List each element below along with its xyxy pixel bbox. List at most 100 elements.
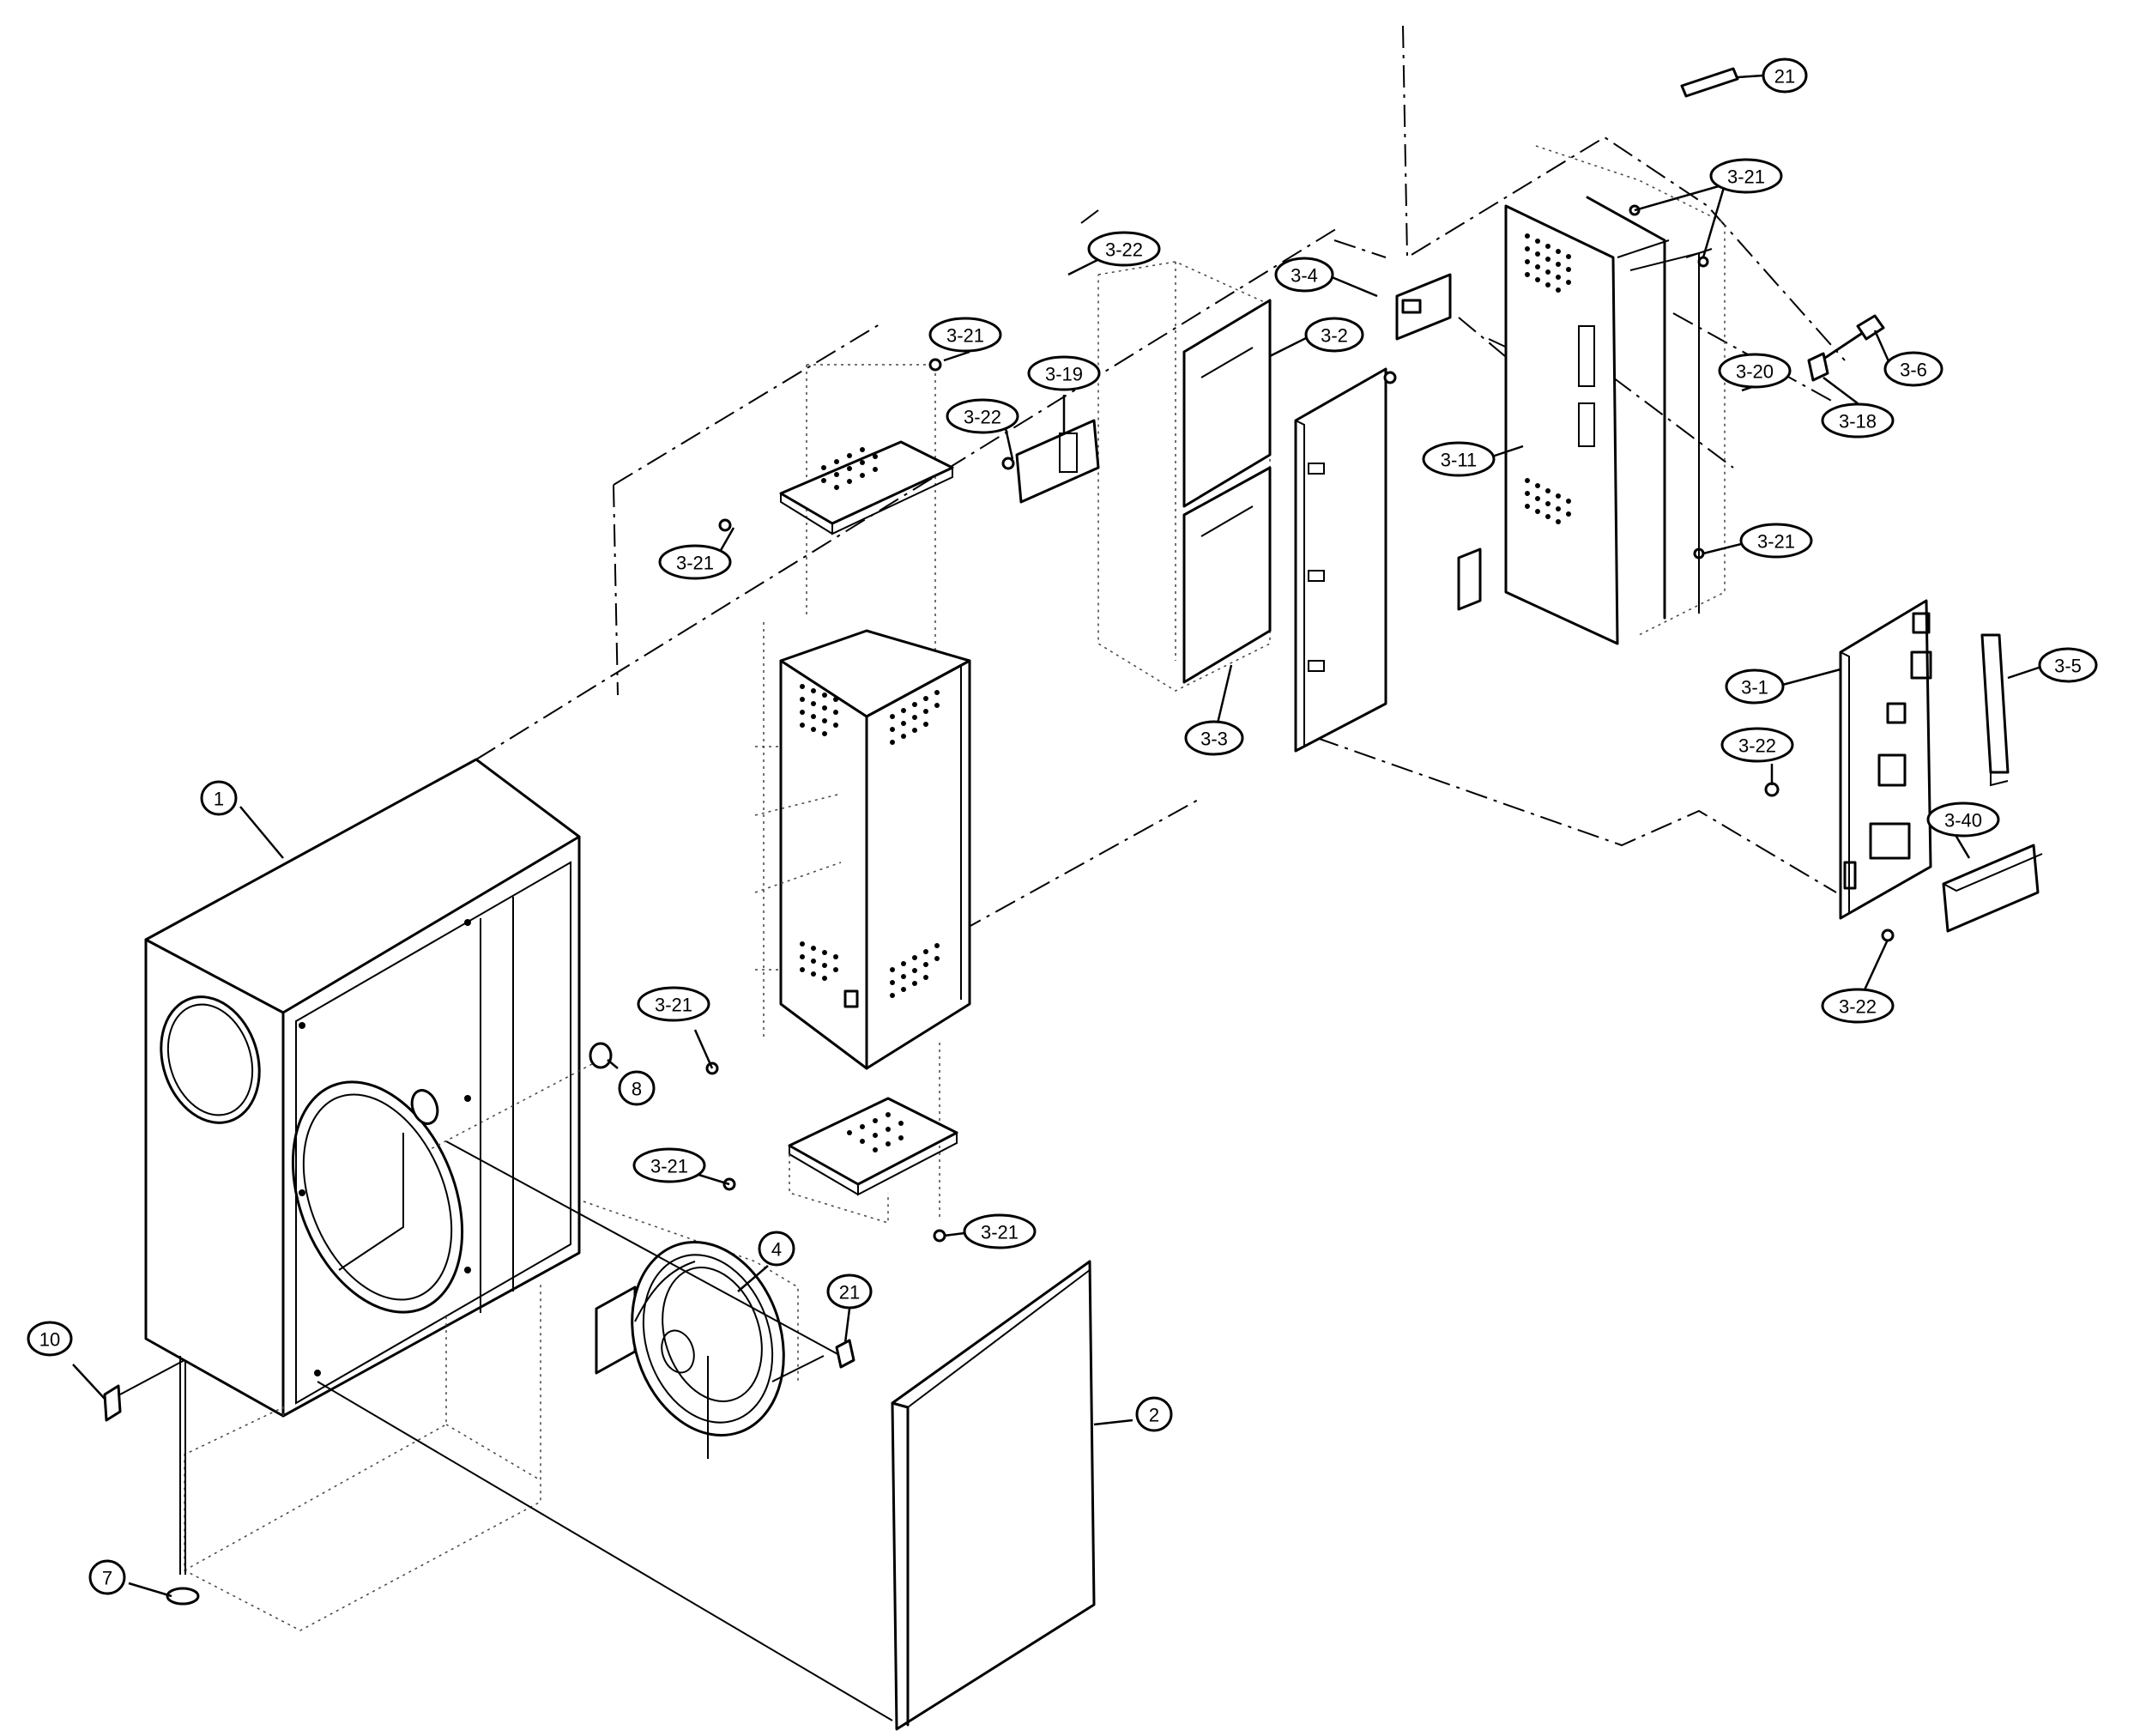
callout-3-21: 3-21 (963, 1213, 1037, 1249)
callout-3-4: 3-4 (1274, 257, 1334, 293)
callout-21: 21 (1762, 57, 1808, 94)
callout-bubble (1883, 351, 1943, 387)
callout-3-2: 3-2 (1304, 317, 1364, 353)
callout-label: 3-21 (981, 1222, 1019, 1243)
callout-bubble (1725, 668, 1785, 705)
callout-bubble (1304, 317, 1364, 353)
callout-label: 3-2 (1321, 325, 1348, 347)
callout-3-6: 3-6 (1883, 351, 1943, 387)
main-board-part-3-1 (1764, 599, 1932, 920)
callout-3-22: 3-22 (946, 398, 1019, 434)
callout-label: 3-21 (1757, 531, 1795, 553)
callout-bubble (1926, 801, 2000, 838)
callout-label: 3-21 (676, 553, 714, 574)
callout-label: 3-21 (655, 995, 692, 1016)
callout-bubble (1087, 231, 1161, 267)
callout-label: 3-21 (1727, 166, 1765, 188)
callout-label: 3-22 (1738, 735, 1776, 757)
callout-label: 1 (214, 789, 224, 810)
bushing-part-8 (428, 1042, 613, 1151)
callout-label: 3-19 (1045, 364, 1083, 385)
grille-panel-part-2 (317, 1260, 1096, 1731)
callout-bubble (1135, 1396, 1173, 1432)
cabinet-part-1 (144, 758, 581, 1631)
callout-bubble (27, 1321, 73, 1357)
power-cord-part-3-6 (1807, 314, 1885, 382)
callout-3-3: 3-3 (1184, 720, 1244, 756)
callout-label: 3-11 (1441, 450, 1477, 471)
callout-bubble (658, 544, 732, 580)
callout-3-22: 3-22 (1720, 727, 1794, 763)
callout-3-20: 3-20 (1718, 353, 1792, 389)
callout-3-21: 3-21 (658, 544, 732, 580)
callout-label: 3-1 (1741, 677, 1768, 699)
callout-3-5: 3-5 (2038, 647, 2098, 683)
callout-3-21: 3-21 (637, 986, 710, 1022)
callout-3-22: 3-22 (1821, 988, 1895, 1024)
callout-bubble (1718, 353, 1792, 389)
callout-3-21: 3-21 (632, 1147, 706, 1183)
callout-bubble (1184, 720, 1244, 756)
callout-bubble (200, 780, 238, 816)
callout-label: 4 (771, 1239, 782, 1261)
callout-label: 3-21 (946, 325, 984, 347)
callout-bubble (1720, 727, 1794, 763)
callout-bubble (618, 1070, 656, 1106)
callout-bubble (1422, 441, 1496, 477)
callout-label: 7 (102, 1568, 112, 1589)
rear-panel-part-3-11 (1395, 145, 1726, 645)
callout-label: 3-40 (1944, 810, 1982, 832)
callout-label: 21 (1774, 66, 1795, 88)
callout-3-22: 3-22 (1087, 231, 1161, 267)
callout-bubble (1709, 158, 1783, 194)
callout-3-40: 3-40 (1926, 801, 2000, 838)
callout-7: 7 (88, 1559, 126, 1595)
callout-bubble (1821, 402, 1895, 439)
callout-label: 2 (1149, 1405, 1159, 1426)
callout-bubble (632, 1147, 706, 1183)
amp-chassis (754, 364, 971, 1225)
callout-bubble (1821, 988, 1895, 1024)
callout-bubble (1274, 257, 1334, 293)
terminal-plate-part-10 (103, 1359, 185, 1422)
callout-bubble (1027, 355, 1101, 391)
callout-bubble (928, 317, 1002, 353)
callout-3-21: 3-21 (928, 317, 1002, 353)
callout-bubble (826, 1273, 873, 1310)
leader-lines (72, 74, 2047, 1598)
callout-label: 21 (839, 1282, 860, 1304)
callout-label: 3-18 (1839, 411, 1877, 432)
woofer-part-4 (445, 1140, 855, 1459)
chassis-bracket (1294, 367, 1397, 753)
cable-strip-part-3-5 (1980, 633, 2010, 787)
callout-3-21: 3-21 (1709, 158, 1783, 194)
callout-bubble (963, 1213, 1037, 1249)
callout-8: 8 (618, 1070, 656, 1106)
callout-3-18: 3-18 (1821, 402, 1895, 439)
assembly-guide-lines (475, 25, 1846, 932)
callout-10: 10 (27, 1321, 73, 1357)
vent-holes (800, 447, 940, 998)
callout-label: 3-21 (650, 1156, 688, 1177)
callout-bubble (946, 398, 1019, 434)
callout-bubble (2038, 647, 2098, 683)
callout-bubble (1762, 57, 1808, 94)
callout-3-11: 3-11 (1422, 441, 1496, 477)
foot-part-7 (166, 1356, 200, 1606)
callout-label: 3-3 (1200, 729, 1228, 750)
callout-bubble (1739, 523, 1813, 559)
callout-1: 1 (200, 780, 238, 816)
callout-bubble (88, 1559, 126, 1595)
board-assembly-3-2-3-3 (1001, 261, 1272, 692)
callout-2: 2 (1135, 1396, 1173, 1432)
bar-part-3-40 (1942, 844, 2043, 933)
callout-label: 3-22 (1105, 239, 1143, 261)
callout-label: 8 (632, 1079, 642, 1100)
callout-label: 3-5 (2054, 656, 2082, 677)
callout-label: 3-22 (1839, 996, 1877, 1018)
callout-21: 21 (826, 1273, 873, 1310)
callout-label: 3-22 (964, 407, 1001, 428)
callout-label: 3-4 (1291, 265, 1318, 287)
